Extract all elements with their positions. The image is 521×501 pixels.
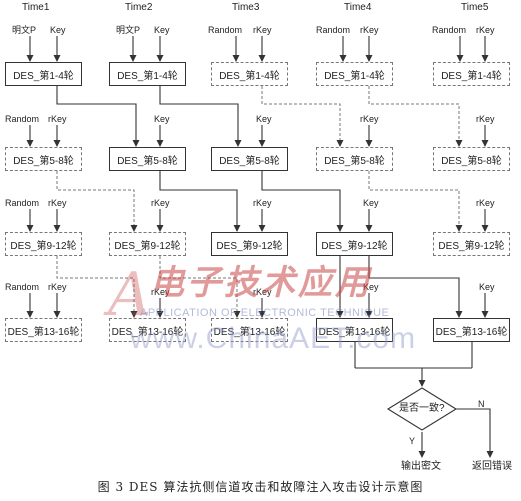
r4-rkey-1: rKey: [48, 282, 67, 292]
round-1-4-box-t5: DES_第1-4轮: [433, 62, 510, 86]
round-5-8-box-t5: DES_第5-8轮: [433, 147, 510, 171]
round-9-12-box-t1: DES_第9-12轮: [5, 232, 82, 256]
round-13-16-box-t1: DES_第13-16轮: [5, 318, 82, 342]
round-5-8-box-t2: DES_第5-8轮: [109, 147, 186, 171]
r4-random-1: Random: [5, 282, 40, 292]
input-random-5: Random: [432, 25, 467, 35]
time-label-4: Time4: [344, 2, 372, 13]
input-plaintext-2: 明文P: [116, 25, 141, 35]
round-1-4-box-t4: DES_第1-4轮: [316, 62, 393, 86]
r2-key-2: Key: [154, 114, 170, 124]
time-label-3: Time3: [232, 2, 260, 13]
round-5-8-box-t1: DES_第5-8轮: [5, 147, 82, 171]
r2-rkey-1: rKey: [48, 114, 67, 124]
decision-yes-label: Y: [409, 436, 416, 446]
watermark-en: APPLICATION OF ELECTRONIC TECHNIQUE: [140, 307, 390, 319]
input-plaintext-1: 明文P: [12, 25, 37, 35]
r3-rkey-2: rKey: [151, 198, 170, 208]
round-9-12-box-t4: DES_第9-12轮: [316, 232, 393, 256]
r4-rkey-3: rKey: [253, 287, 272, 297]
round-9-12-box-t5: DES_第9-12轮: [433, 232, 510, 256]
r3-random-1: Random: [5, 198, 40, 208]
input-key-1: Key: [50, 25, 66, 35]
round-13-16-box-t4: DES_第13-16轮: [316, 318, 393, 342]
input-key-2: Key: [154, 25, 170, 35]
r4-key-4: Key: [363, 282, 379, 292]
input-random-3: Random: [208, 25, 243, 35]
r2-rkey-4: rKey: [360, 114, 379, 124]
r3-rkey-1: rKey: [48, 198, 67, 208]
round-9-12-box-t3: DES_第9-12轮: [211, 232, 288, 256]
round-1-4-box-t2: DES_第1-4轮: [109, 62, 186, 86]
input-rkey-3: rKey: [253, 25, 272, 35]
round-5-8-box-t3: DES_第5-8轮: [211, 147, 288, 171]
r2-key-3: Key: [256, 114, 272, 124]
round-13-16-box-t5: DES_第13-16轮: [433, 318, 510, 342]
r4-rkey-2: rKey: [151, 287, 170, 297]
decision-no-label: N: [478, 399, 485, 409]
decision-label: 是否一致?: [399, 403, 445, 414]
time-label-2: Time2: [125, 2, 153, 13]
output-ciphertext: 输出密文: [401, 461, 441, 472]
r2-rkey-5: rKey: [476, 114, 495, 124]
time-label-1: Time1: [22, 2, 50, 13]
r4-key-5: Key: [479, 282, 495, 292]
watermark-logo: A: [108, 260, 152, 330]
round-1-4-box-t1: DES_第1-4轮: [5, 62, 82, 86]
r3-rkey-5: rKey: [476, 198, 495, 208]
r2-random-1: Random: [5, 114, 40, 124]
input-random-4: Random: [316, 25, 351, 35]
r3-rkey-3: rKey: [253, 198, 272, 208]
watermark-cn: 电子技术应用: [150, 263, 372, 303]
watermark-url: www.ChinaAET.com: [130, 322, 417, 355]
round-13-16-box-t2: DES_第13-16轮: [109, 318, 186, 342]
figure-caption: 图 3 DES 算法抗侧信道攻击和故障注入攻击设计示意图: [97, 480, 424, 494]
round-13-16-box-t3: DES_第13-16轮: [211, 318, 288, 342]
input-rkey-5: rKey: [476, 25, 495, 35]
round-9-12-box-t2: DES_第9-12轮: [109, 232, 186, 256]
round-1-4-box-t3: DES_第1-4轮: [211, 62, 288, 86]
input-rkey-4: rKey: [360, 25, 379, 35]
time-label-5: Time5: [461, 2, 489, 13]
r3-key-4: Key: [363, 198, 379, 208]
round-5-8-box-t4: DES_第5-8轮: [316, 147, 393, 171]
return-error: 返回错误: [472, 461, 512, 472]
